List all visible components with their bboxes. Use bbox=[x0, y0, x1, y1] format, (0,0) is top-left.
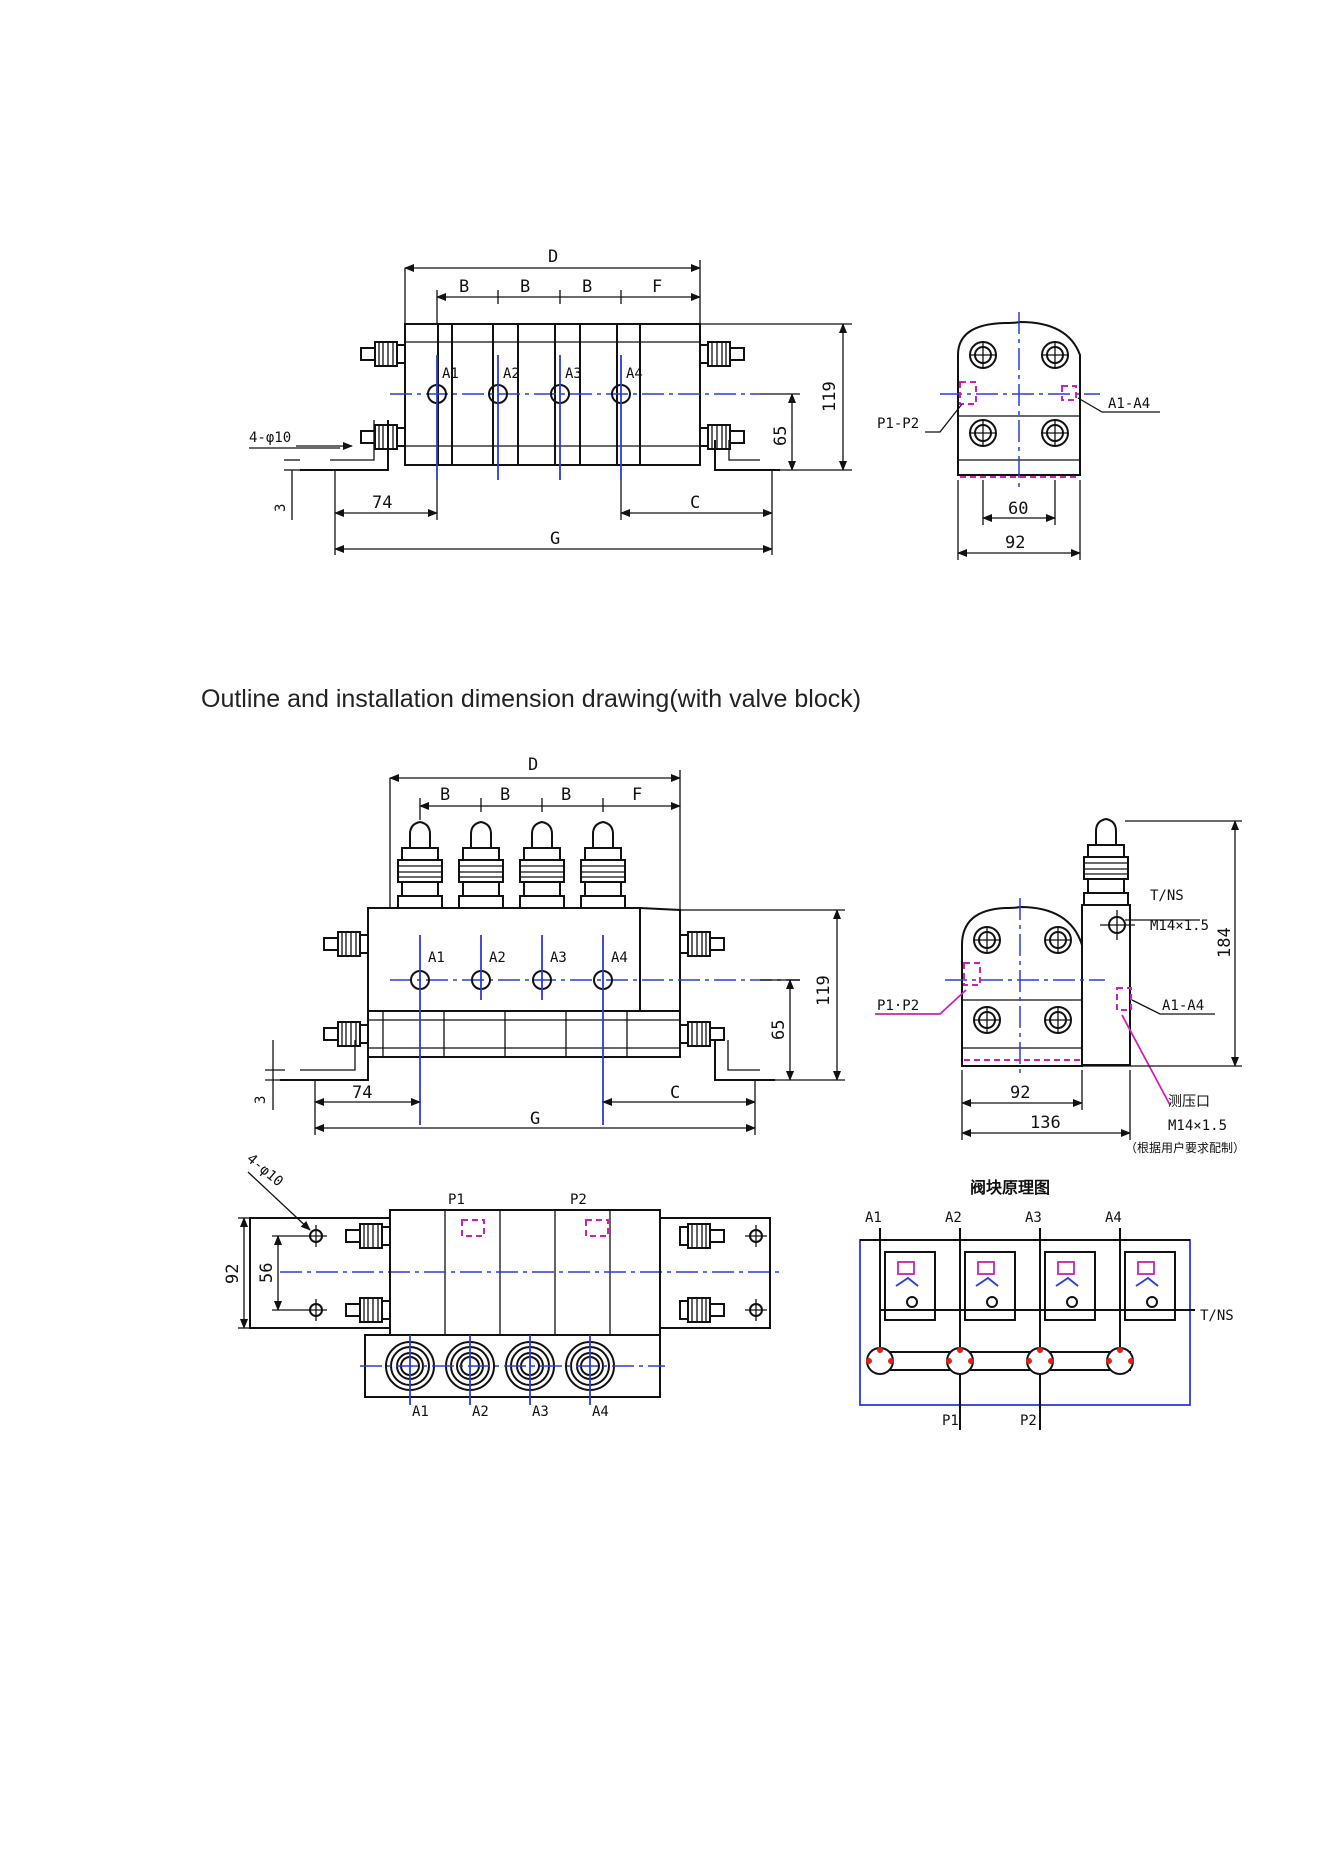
label-gauge-port: 测压口 bbox=[1168, 1094, 1210, 1110]
dim-3-mid: 3 bbox=[253, 1096, 269, 1104]
label-a3-schem: A3 bbox=[1025, 1210, 1042, 1226]
dim-56-plan: 56 bbox=[257, 1263, 277, 1283]
label-thread-side-1: M14×1.5 bbox=[1150, 918, 1209, 934]
label-a1-top: A1 bbox=[442, 366, 459, 382]
label-a3-plan: A3 bbox=[532, 1404, 549, 1420]
label-custom: （根据用户要求配制） bbox=[1125, 1140, 1245, 1155]
dim-184: 184 bbox=[1215, 927, 1235, 958]
dim-74-top: 74 bbox=[372, 493, 392, 513]
dim-3-top: 3 bbox=[273, 504, 289, 512]
label-a4-mid: A4 bbox=[611, 950, 628, 966]
dim-92-top: 92 bbox=[1005, 533, 1025, 553]
label-a2-top: A2 bbox=[503, 366, 520, 382]
top-side-view: P1-P2 A1-A4 60 92 bbox=[877, 312, 1160, 560]
holes-label-plan: 4-φ10 bbox=[243, 1151, 286, 1190]
dim-d-top: D bbox=[548, 247, 558, 267]
dim-119-top: 119 bbox=[820, 381, 840, 412]
label-p2-plan: P2 bbox=[570, 1192, 587, 1208]
label-p1p2-mid: P1·P2 bbox=[877, 998, 919, 1014]
label-p1p2-top: P1-P2 bbox=[877, 416, 919, 432]
dim-f-top: F bbox=[652, 277, 662, 297]
dim-119-mid: 119 bbox=[814, 975, 834, 1006]
label-a3-top: A3 bbox=[565, 366, 582, 382]
dim-c-mid: C bbox=[670, 1083, 680, 1103]
label-a1-plan: A1 bbox=[412, 1404, 429, 1420]
dim-b2-mid: B bbox=[500, 785, 510, 805]
dim-g-top: G bbox=[550, 529, 560, 549]
label-a4-plan: A4 bbox=[592, 1404, 609, 1420]
drawing-caption: Outline and installation dimension drawi… bbox=[201, 685, 862, 713]
bottom-plan-view: P1 P2 A1 A2 A3 A4 4-φ10 bbox=[223, 1151, 780, 1420]
top-front-view: A1 A2 A3 A4 D B B B F 119 65 bbox=[249, 247, 852, 555]
middle-side-view: T/NS M14×1.5 P1·P2 A1-A4 测压口 M14×1.5 （根据… bbox=[875, 818, 1245, 1155]
dim-60-top: 60 bbox=[1008, 499, 1028, 519]
dim-74-mid: 74 bbox=[352, 1083, 372, 1103]
label-tns-schem: T/NS bbox=[1200, 1308, 1234, 1324]
label-a3-mid: A3 bbox=[550, 950, 567, 966]
dim-g-mid: G bbox=[530, 1109, 540, 1129]
dim-65-mid: 65 bbox=[769, 1020, 789, 1040]
label-a2-mid: A2 bbox=[489, 950, 506, 966]
dim-65-top: 65 bbox=[771, 426, 791, 446]
label-a2-schem: A2 bbox=[945, 1210, 962, 1226]
dim-d-mid: D bbox=[528, 755, 538, 775]
label-p1-schem: P1 bbox=[942, 1413, 959, 1429]
schematic-title: 阀块原理图 bbox=[970, 1178, 1050, 1197]
dim-b3-top: B bbox=[582, 277, 592, 297]
label-a1a4-top: A1-A4 bbox=[1108, 396, 1150, 412]
dim-b1-mid: B bbox=[440, 785, 450, 805]
label-a1-mid: A1 bbox=[428, 950, 445, 966]
label-p1-plan: P1 bbox=[448, 1192, 465, 1208]
dim-b3-mid: B bbox=[561, 785, 571, 805]
label-a4-top: A4 bbox=[626, 366, 643, 382]
dim-b1-top: B bbox=[459, 277, 469, 297]
middle-front-view: A1 A2 A3 A4 D B B B F 119 65 bbox=[253, 755, 845, 1135]
dim-136: 136 bbox=[1030, 1113, 1061, 1133]
label-a1-schem: A1 bbox=[865, 1210, 882, 1226]
holes-label-top: 4-φ10 bbox=[249, 430, 291, 446]
dim-92-plan: 92 bbox=[223, 1264, 243, 1284]
label-tns-side: T/NS bbox=[1150, 888, 1184, 904]
label-a2-plan: A2 bbox=[472, 1404, 489, 1420]
label-p2-schem: P2 bbox=[1020, 1413, 1037, 1429]
dim-f-mid: F bbox=[632, 785, 642, 805]
dim-92-mid: 92 bbox=[1010, 1083, 1030, 1103]
label-a4-schem: A4 bbox=[1105, 1210, 1122, 1226]
label-a1a4-mid: A1-A4 bbox=[1162, 998, 1204, 1014]
valve-block-schematic: 阀块原理图 A1 A2 A3 A4 T/NS bbox=[859, 1178, 1234, 1430]
dim-b2-top: B bbox=[520, 277, 530, 297]
label-thread-side-2: M14×1.5 bbox=[1168, 1118, 1227, 1134]
dim-c-top: C bbox=[690, 493, 700, 513]
